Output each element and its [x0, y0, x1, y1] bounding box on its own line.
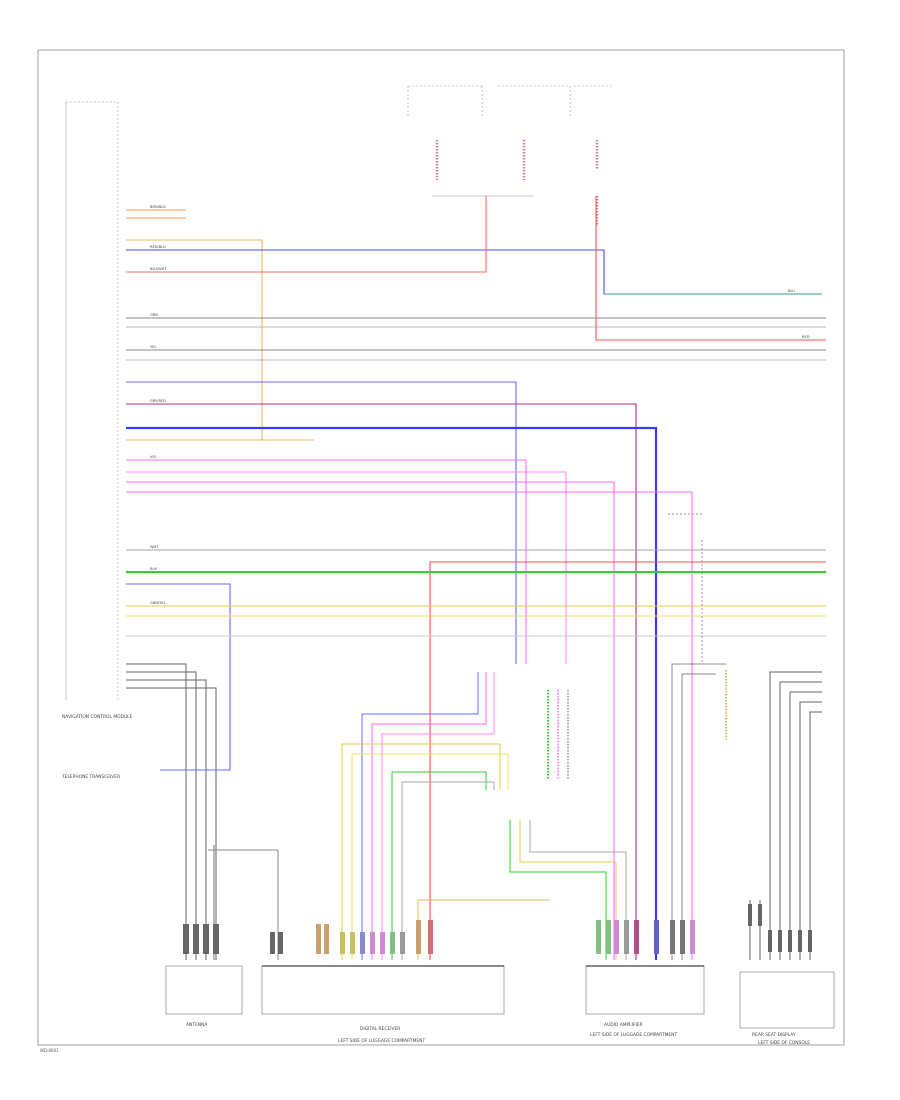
wire-red-2 [595, 196, 826, 341]
diagram-border [37, 49, 845, 1046]
nav-module-label: NAVIGATION CONTROL MODULE [62, 714, 133, 720]
wire-pink-2 [126, 471, 567, 664]
svg-text:WHT: WHT [150, 545, 159, 549]
telephone-label: TELEPHONE TRANSCEIVER [61, 774, 120, 780]
wire-harness [126, 196, 826, 960]
wire-pink-1 [126, 459, 527, 664]
svg-text:GRN: GRN [150, 313, 158, 317]
wire-pink-4 [126, 491, 693, 960]
digital-receiver-sub: LEFT SIDE OF LUGGAGE COMPARTMENT [338, 1038, 425, 1044]
amplifier-label: AUDIO AMPLIFIER [604, 1022, 643, 1028]
svg-text:BRN/BLK: BRN/BLK [150, 205, 166, 209]
footer-code: WD-0001 [40, 1048, 59, 1053]
rear-display-bundle [749, 671, 822, 960]
amplifier-sub: LEFT SIDE OF LUGGAGE COMPARTMENT [590, 1032, 677, 1038]
svg-text:BLK: BLK [150, 567, 157, 571]
wire-tags: BRN/BLK RED/BLU BLU/WHT GRN YEL GRY/RED … [150, 205, 810, 605]
fuse-resistors [435, 140, 599, 226]
nav-module: NAVIGATION CONTROL MODULE [62, 101, 133, 720]
rear-display-sub: LEFT SIDE OF CONSOLE [758, 1040, 810, 1046]
svg-text:GRY/RED: GRY/RED [150, 399, 166, 403]
antenna-bundle [126, 663, 279, 960]
rear-display-box [739, 971, 835, 1029]
svg-text:VIO: VIO [150, 455, 157, 459]
digital-receiver-box [261, 965, 505, 1015]
wire-red-top [126, 196, 487, 273]
connector-stubs [547, 670, 727, 780]
svg-text:GRN/YEL: GRN/YEL [150, 601, 166, 605]
wire-blue-low [126, 583, 231, 771]
wire-red-3 [429, 561, 826, 960]
component-boxes [165, 965, 835, 1029]
svg-text:RED: RED [802, 335, 810, 339]
svg-text:YEL: YEL [150, 345, 156, 349]
svg-text:RED/BLU: RED/BLU [150, 245, 166, 249]
receiver-fanin [341, 672, 550, 960]
wire-pink-3 [126, 481, 615, 960]
amplifier-wires [509, 513, 726, 960]
wire-tan-vertical [126, 239, 314, 441]
amplifier-box [585, 965, 705, 1015]
digital-receiver-label: DIGITAL RECEIVER [360, 1026, 400, 1032]
wire-purple [126, 403, 637, 960]
wire-blue-thick [126, 426, 658, 960]
wire-blue-mid [126, 381, 517, 664]
antenna-box [165, 965, 243, 1015]
terminal-pins [183, 904, 812, 954]
rear-display-label: REAR SEAT DISPLAY [752, 1032, 796, 1038]
antenna-label: ANTENNA [186, 1022, 207, 1028]
svg-text:BLU/WHT: BLU/WHT [150, 267, 167, 271]
svg-text:BLU: BLU [788, 289, 795, 293]
fuse-block-top [407, 85, 612, 197]
